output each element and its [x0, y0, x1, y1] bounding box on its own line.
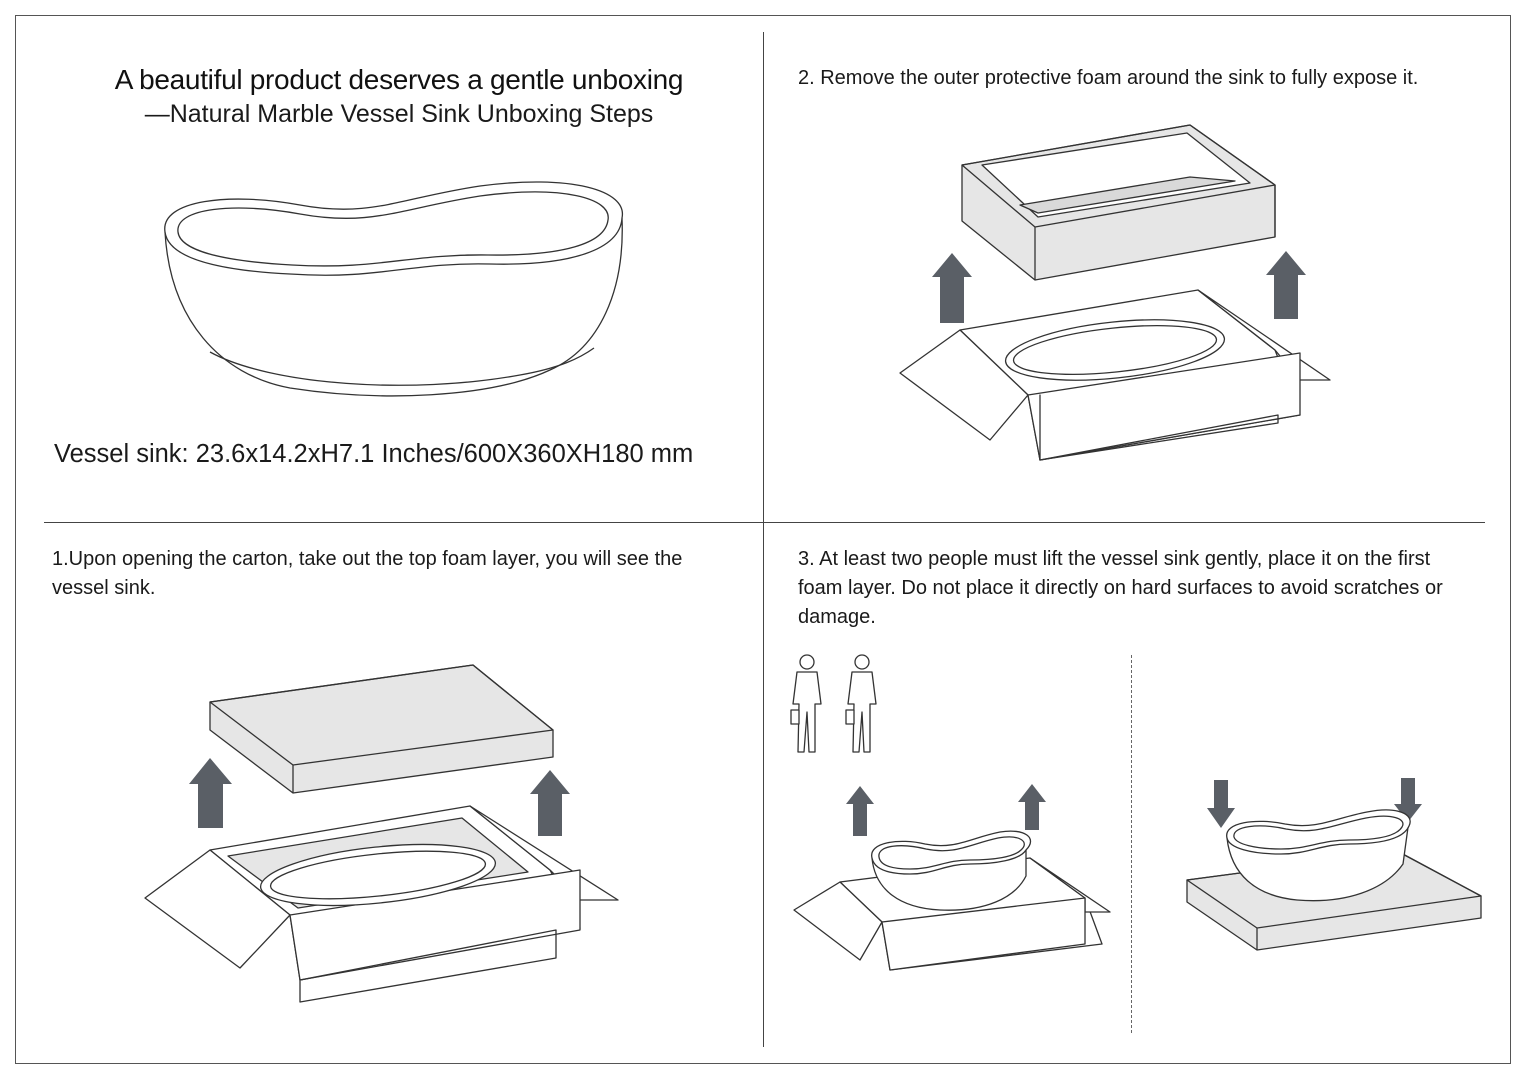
- step-3-place-illustration: [1186, 778, 1482, 951]
- vessel-sink-illustration: [1226, 809, 1411, 902]
- step-1-text: 1.Upon opening the carton, take out the …: [52, 548, 683, 599]
- person-icon: [790, 654, 822, 753]
- sink-dimensions: Vessel sink: 23.6x14.2xH7.1 Inches/600X3…: [54, 440, 694, 468]
- page-subtitle: —Natural Marble Vessel Sink Unboxing Ste…: [144, 100, 654, 128]
- down-arrow-icon: [1207, 780, 1235, 828]
- step-1-illustration: [144, 664, 619, 1003]
- dashed-divider: [1131, 655, 1132, 1033]
- carton-box-icon: [899, 289, 1331, 461]
- page-frame: [15, 15, 1511, 1064]
- up-arrow-icon: [1266, 251, 1306, 319]
- person-icon: [845, 654, 877, 753]
- vessel-sink-illustration: [164, 181, 623, 397]
- step-3-text: 3. At least two people must lift the ves…: [798, 548, 1443, 628]
- up-arrow-icon: [1018, 784, 1046, 830]
- sink-body: [164, 181, 623, 397]
- up-arrow-icon: [189, 758, 232, 828]
- step-2-text: 2. Remove the outer protective foam arou…: [798, 67, 1419, 89]
- down-arrow-icon: [1394, 778, 1422, 822]
- step-3-lift-illustration: [793, 784, 1111, 971]
- foam-layer-icon: [209, 664, 554, 794]
- up-arrow-icon: [530, 770, 570, 836]
- step-2-illustration: [899, 124, 1331, 461]
- vessel-sink-illustration: [871, 830, 1032, 911]
- two-people-illustration: [790, 654, 877, 753]
- foam-frame-icon: [961, 124, 1276, 281]
- carton-box-icon: [144, 805, 619, 1003]
- horizontal-divider: [44, 522, 1485, 523]
- vertical-divider: [763, 32, 764, 1047]
- page-title: A beautiful product deserves a gentle un…: [114, 64, 684, 95]
- up-arrow-icon: [932, 253, 972, 323]
- up-arrow-icon: [846, 786, 874, 836]
